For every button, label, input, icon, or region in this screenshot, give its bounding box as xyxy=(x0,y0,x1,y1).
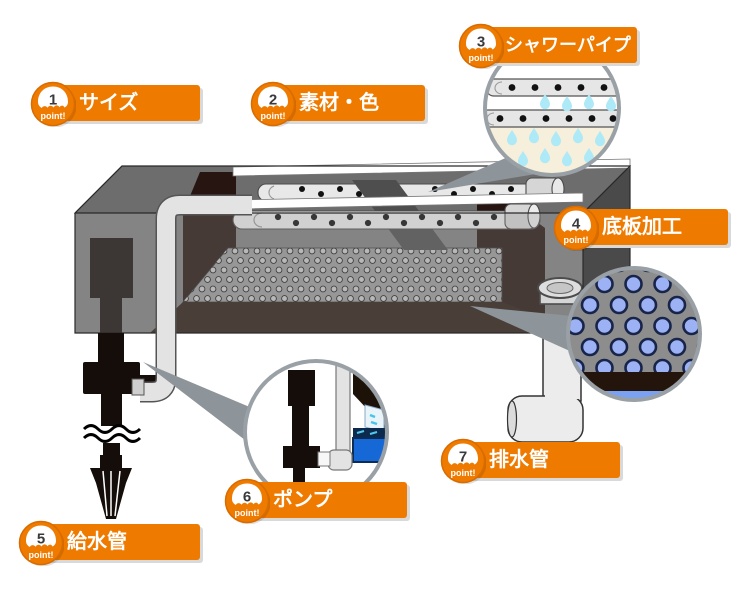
strainer-icon xyxy=(90,455,132,519)
pump-inset xyxy=(243,359,389,505)
wedge-to-shower-inset xyxy=(428,156,536,192)
svg-text:point!: point! xyxy=(261,111,286,121)
point-7-badge: 7 point! xyxy=(440,438,486,484)
svg-text:2: 2 xyxy=(269,92,277,109)
point-6-badge: 6 point! xyxy=(224,478,270,524)
svg-text:4: 4 xyxy=(572,216,581,233)
point-3-badge: 3 point! xyxy=(458,23,504,69)
pipe-break-wave xyxy=(82,424,142,434)
point-1-badge: 1 point! xyxy=(30,81,76,127)
svg-text:1: 1 xyxy=(49,92,57,109)
callout-bottom-plate-label: 底板加工 xyxy=(602,216,682,238)
inset-pump-body xyxy=(283,370,320,484)
supply-pipe xyxy=(82,333,156,519)
callout-size-label: サイズ xyxy=(79,92,139,114)
svg-text:7: 7 xyxy=(459,449,467,466)
svg-text:point!: point! xyxy=(564,235,589,245)
shower-pipe-front xyxy=(232,203,541,230)
callout-drain-pipe-label: 排水管 xyxy=(489,449,549,471)
point-5-badge: 5 point! xyxy=(18,520,64,566)
point-2-badge: 2 point! xyxy=(250,81,296,127)
svg-text:5: 5 xyxy=(37,531,45,548)
svg-text:point!: point! xyxy=(235,508,260,518)
wedge-to-pump-inset xyxy=(143,362,252,440)
svg-text:6: 6 xyxy=(243,489,251,506)
callout-supply-pipe-label: 給水管 xyxy=(67,531,127,553)
pump-riser-pipe xyxy=(131,194,252,403)
drain-fitting xyxy=(537,277,583,305)
callout-wedges xyxy=(143,156,572,440)
point-4-badge: 4 point! xyxy=(553,205,599,251)
svg-text:point!: point! xyxy=(41,111,66,121)
callout-shower-pipe-label: シャワーパイプ xyxy=(505,35,631,55)
bottom-plate-inset xyxy=(566,266,702,402)
svg-text:3: 3 xyxy=(477,34,485,51)
callout-material-label: 素材・色 xyxy=(299,92,379,114)
svg-text:point!: point! xyxy=(451,468,476,478)
svg-text:point!: point! xyxy=(469,53,494,63)
wedge-to-plate-inset xyxy=(470,306,572,352)
perforated-plate xyxy=(182,247,503,303)
inset-riser-pipe xyxy=(335,361,351,457)
callout-pump-label: ポンプ xyxy=(273,489,333,511)
svg-text:point!: point! xyxy=(29,550,54,560)
